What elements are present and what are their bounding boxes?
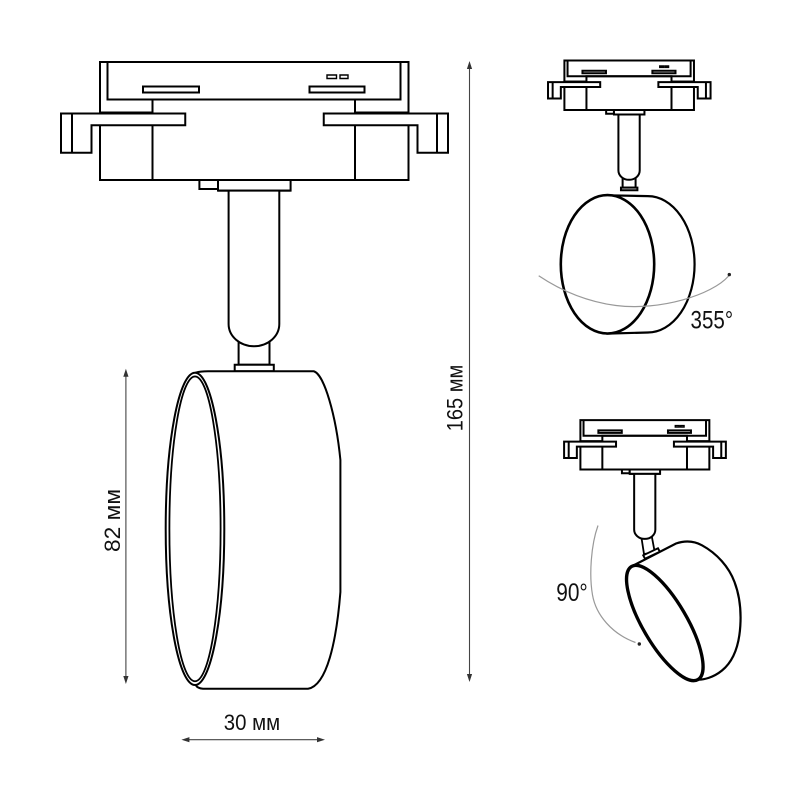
svg-text:355°: 355°	[691, 307, 734, 335]
svg-text:82 мм: 82 мм	[100, 489, 125, 552]
svg-text:165 мм: 165 мм	[443, 365, 468, 432]
svg-text:30 мм: 30 мм	[224, 710, 280, 735]
svg-text:90°: 90°	[556, 579, 588, 607]
